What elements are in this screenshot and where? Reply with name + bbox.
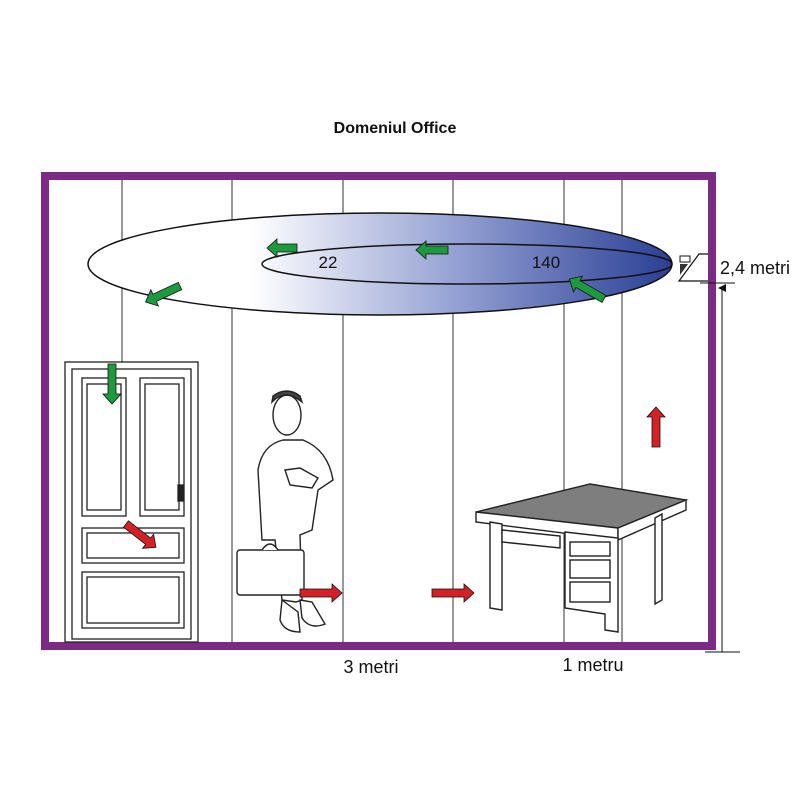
sensor-icon: [677, 253, 714, 282]
height-label: 2,4 metri: [720, 258, 790, 278]
door-illustration: [64, 361, 199, 643]
red-arrow-down-right: [122, 520, 157, 549]
green-arrow-left: [266, 238, 298, 258]
desk-illustration: [475, 483, 689, 633]
green-arrow-left: [415, 240, 449, 260]
diagram-title: Domeniul Office: [334, 120, 457, 137]
green-arrow-up-left: [568, 275, 607, 304]
red-arrow-right: [299, 583, 343, 603]
red-arrow-up: [646, 406, 666, 448]
width-near-label: 1 metru: [562, 655, 623, 675]
inner-zone-value: 22: [319, 253, 338, 272]
outer-detection-zone: [87, 212, 673, 316]
width-far-label: 3 metri: [343, 657, 398, 677]
air-flow-arrows: [102, 238, 666, 603]
outer-zone-value: 140: [532, 253, 560, 272]
inner-detection-zone: [261, 243, 673, 285]
green-arrow-down: [102, 363, 122, 405]
green-arrow-down-left: [145, 281, 183, 307]
room-walls: [41, 172, 716, 650]
red-arrow-right: [431, 583, 475, 603]
person-illustration: [236, 390, 334, 633]
